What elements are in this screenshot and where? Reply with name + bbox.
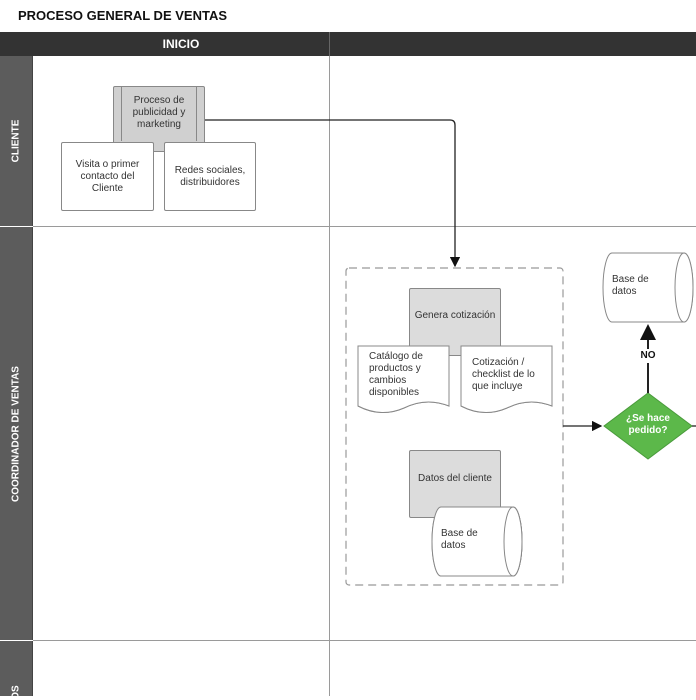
no-label-bg: [638, 349, 658, 363]
decision-diamond: [603, 392, 693, 460]
process-marketing: Proceso de publicidad y marketing: [113, 86, 205, 152]
node-first-contact: Visita o primer contacto del Cliente: [61, 142, 154, 211]
page-title: PROCESO GENERAL DE VENTAS: [18, 8, 227, 23]
no-text-wrap: NO: [636, 350, 660, 362]
phase-header-bar: [0, 32, 696, 56]
generate-quote-label: Genera cotización: [414, 310, 496, 321]
quote-checklist-document: [460, 345, 553, 413]
client-data-label: Datos del cliente: [418, 473, 492, 484]
lane-third: OS: [0, 641, 33, 700]
phase-divider: [329, 32, 330, 56]
catalog-text-wrap: Catálogo de productos y cambios disponib…: [369, 351, 447, 399]
lane-coordinador: COORDINADOR DE VENTAS: [0, 227, 33, 640]
catalog-document: [357, 345, 450, 413]
process-generate-quote: Genera cotización: [409, 288, 501, 356]
phase-column-divider: [329, 56, 330, 696]
database-client-label: Base de datos: [441, 528, 478, 551]
quote-checklist-label: Cotización / checklist de lo que incluye: [472, 357, 535, 392]
database-top-text-wrap: Base de datos: [612, 274, 672, 298]
catalog-label: Catálogo de productos y cambios disponib…: [369, 351, 423, 398]
lane-cliente: CLIENTE: [0, 56, 33, 226]
database-top-cap: [674, 252, 694, 323]
node-social-networks: Redes sociales, distribuidores: [164, 142, 256, 211]
marketing-bar-left: [121, 86, 122, 141]
quote-checklist-text-wrap: Cotización / checklist de lo que incluye: [472, 357, 548, 393]
no-label: NO: [640, 350, 656, 361]
decision-text-wrap: ¿Se hace pedido?: [612, 413, 684, 437]
decision-label: ¿Se hace pedido?: [626, 413, 670, 436]
lane-divider-2: [33, 640, 696, 641]
database-client-end: [503, 506, 523, 577]
lane-divider-1: [33, 226, 696, 227]
first-contact-label: Visita o primer contacto del Cliente: [75, 158, 140, 194]
connector-marketing-to-quote: [204, 119, 461, 268]
marketing-bar-right: [196, 86, 197, 141]
process-marketing-label: Proceso de publicidad y marketing: [132, 95, 186, 130]
phase-inicio: INICIO: [162, 37, 200, 51]
database-top-label: Base de datos: [612, 274, 649, 297]
database-client-text-wrap: Base de datos: [441, 528, 501, 552]
social-networks-label: Redes sociales, distribuidores: [174, 164, 246, 188]
